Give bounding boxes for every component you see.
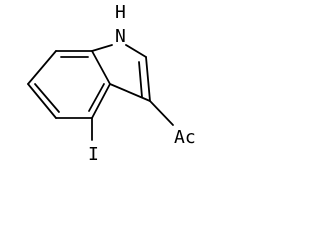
bond-c6-c5 [27, 83, 57, 119]
indole-structure-diagram: H N Ac I [27, 2, 196, 165]
iodo-label: I [88, 144, 99, 165]
bond-c7-c6 [27, 50, 57, 85]
bond-c3-ac [149, 100, 174, 126]
bond-c3a-c7a [91, 50, 111, 85]
label-layer: H N Ac I [88, 2, 196, 165]
double-bond-inner-left [34, 83, 60, 113]
structure-canvas: H N Ac I [27, 2, 196, 165]
nitrogen-label: N [115, 26, 126, 47]
bond-c2-c3 [145, 56, 151, 102]
bond-n1-c2 [125, 44, 147, 58]
bond-layer [27, 44, 174, 141]
bond-c3-c3a [109, 83, 151, 102]
double-bond-inner-right [88, 83, 105, 112]
bond-c7a-n1 [91, 44, 113, 52]
acetyl-label: Ac [174, 127, 196, 148]
bond-c2-c3-double [138, 61, 143, 98]
bond-c4-c3a [91, 83, 111, 119]
hydrogen-label: H [115, 2, 126, 23]
